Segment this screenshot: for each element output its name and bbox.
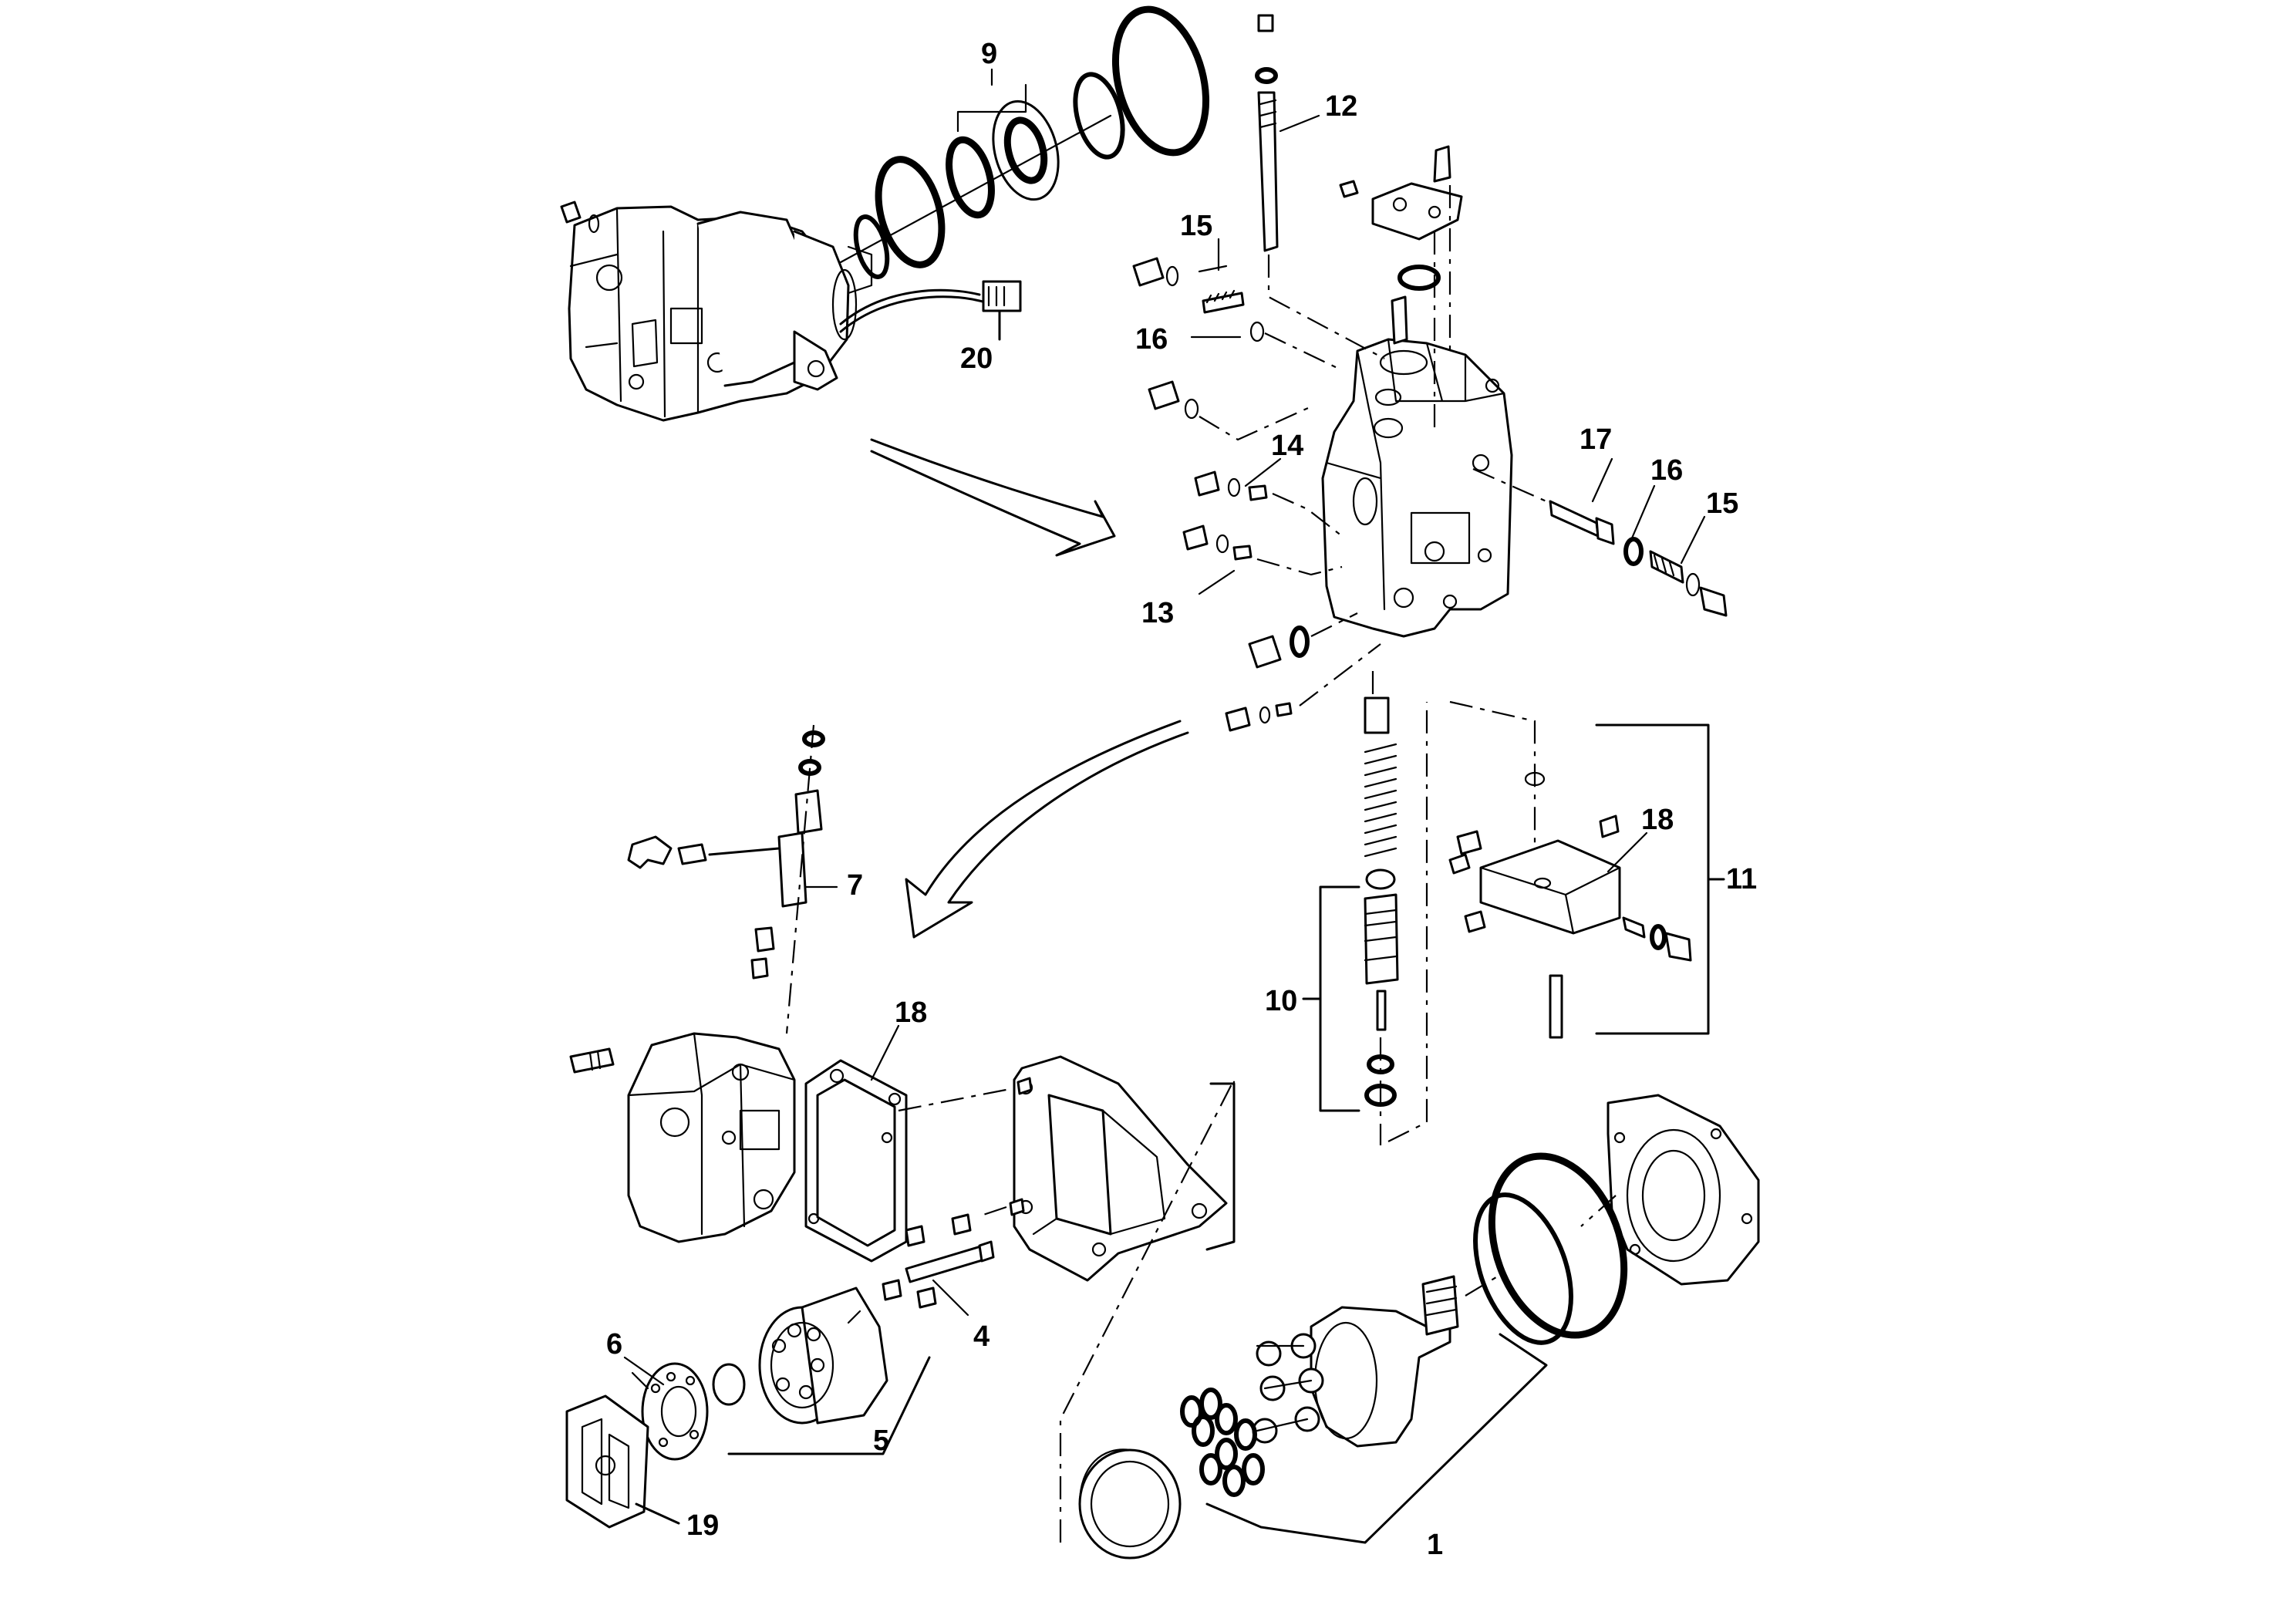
- end-flange: [983, 1055, 1236, 1282]
- drive-gear-1: [1252, 1275, 1459, 1448]
- label-15-right: 15: [1706, 487, 1738, 520]
- label-18-bottom: 18: [895, 996, 927, 1029]
- o-ring-set: [1180, 1388, 1265, 1497]
- seal-kit: [839, 5, 1210, 279]
- label-1: 1: [1427, 1529, 1443, 1561]
- port-plate-6: [631, 1362, 709, 1461]
- label-14: 14: [1271, 430, 1303, 462]
- bracket-1: [1205, 1333, 1548, 1544]
- label-6: 6: [606, 1328, 622, 1361]
- label-12: 12: [1325, 90, 1357, 123]
- sub-plate-18: [1448, 700, 1725, 1039]
- label-10: 10: [1265, 985, 1297, 1017]
- left-plugs: [1132, 257, 1381, 732]
- label-11: 11: [1726, 863, 1757, 895]
- label-4: 4: [973, 1320, 990, 1353]
- label-15-top: 15: [1180, 210, 1212, 242]
- dash-bracket-1: [1059, 1079, 1236, 1543]
- cover-plate: [1339, 145, 1463, 432]
- label-16-right: 16: [1650, 454, 1683, 487]
- valve-plate-19: [565, 1394, 680, 1529]
- leader-lines: [623, 114, 1706, 1386]
- servo-piston-7: [627, 724, 825, 1034]
- label-19: 19: [686, 1509, 719, 1542]
- label-18-top: 18: [1641, 804, 1674, 836]
- gasket-18: [804, 1059, 1019, 1263]
- assembled-motor: [560, 201, 1022, 422]
- final-drive: [1465, 1094, 1760, 1345]
- label-7: 7: [847, 869, 863, 902]
- label-20: 20: [960, 342, 993, 375]
- control-valve-block: [1321, 338, 1513, 638]
- label-9: 9: [981, 38, 997, 70]
- relief-valve-17: [1472, 467, 1728, 617]
- label-16-left: 16: [1135, 323, 1168, 356]
- label-17: 17: [1580, 423, 1612, 456]
- cylinder-block-5: [712, 1286, 931, 1455]
- pin-12: [1255, 14, 1385, 359]
- direction-arrow-middle: [905, 720, 1189, 939]
- swashplate-4: [882, 1213, 995, 1309]
- callout-labels: 1 4 5 6 7 9 10 11 12 13 14 15 15 16 16 1…: [606, 38, 1757, 1561]
- label-5: 5: [873, 1425, 889, 1457]
- spool-assembly-10: [1302, 671, 1428, 1145]
- bearing-ring: [1078, 1448, 1182, 1560]
- label-13: 13: [1141, 597, 1174, 629]
- direction-arrow-top: [870, 438, 1116, 557]
- pump-housing: [569, 1032, 796, 1243]
